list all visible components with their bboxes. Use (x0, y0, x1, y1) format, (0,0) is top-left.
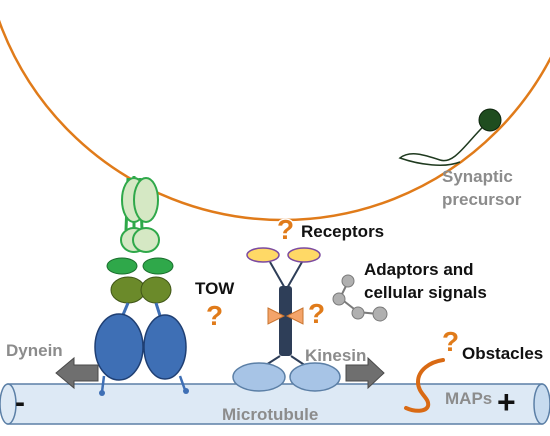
adaptors-molecule (332, 274, 388, 322)
synaptic-precursor-vesicle (478, 108, 502, 132)
adaptors-label-line2: cellular signals (364, 283, 487, 302)
dynein-label: Dynein (6, 341, 63, 360)
question-mark-obstacles: ? (442, 326, 460, 357)
precursor-label: precursor (442, 190, 522, 209)
maps-label: MAPs (445, 389, 493, 408)
minus-end-sign: - (15, 386, 25, 419)
adaptors-label-line1: Adaptors and (364, 260, 474, 279)
question-mark-adaptors: ? (308, 298, 326, 329)
kinesin-direction-arrow (345, 356, 385, 390)
dynein-motor (94, 176, 189, 396)
dynein-direction-arrow (55, 356, 99, 390)
microtubule-label: Microtubule (222, 405, 319, 424)
receptors-label: Receptors (301, 222, 385, 241)
obstacles-label: Obstacles (462, 344, 544, 363)
maps-squiggle (404, 358, 445, 413)
kinesin-motor (232, 247, 341, 392)
synaptic-label: Synaptic (442, 167, 513, 186)
question-mark-receptors: ? (277, 214, 295, 245)
vesicle-outline (0, 19, 550, 222)
kinesin-label: Kinesin (305, 346, 367, 365)
question-mark-tow: ? (206, 300, 224, 331)
tow-label: TOW (195, 279, 235, 298)
synaptic-precursor-tail (398, 121, 489, 166)
plus-end-sign: + (497, 384, 516, 420)
microtubule (0, 383, 550, 425)
